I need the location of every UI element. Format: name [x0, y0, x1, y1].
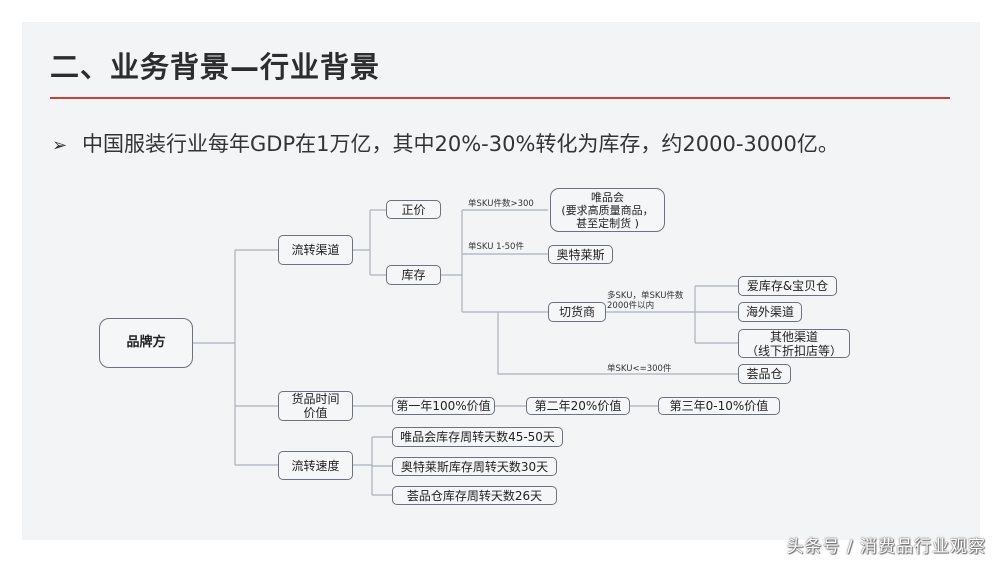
node-huipincang: 荟品仓: [738, 364, 791, 384]
node-year2-value: 第二年20%价值: [526, 397, 630, 415]
bullet-point: ➢ 中国服装行业每年GDP在1万亿，其中20%-30%转化为库存，约2000-30…: [52, 128, 839, 158]
node-brand: 品牌方: [99, 318, 193, 368]
edge-label-huipin: 单SKU<=300件: [607, 364, 672, 374]
edge-label-outlets: 单SKU 1-50件: [468, 242, 524, 252]
node-year1-value: 第一年100%价值: [392, 397, 495, 415]
node-vipshop: 唯品会 (要求高质量商品， 甚至定制货 ): [550, 188, 665, 232]
node-goods-time-value: 货品时间 价值: [278, 391, 353, 421]
node-inventory: 库存: [386, 265, 441, 285]
node-outlets-turnover: 奥特莱斯库存周转天数30天: [392, 457, 557, 476]
title-divider: [50, 97, 950, 99]
edge-label-vip: 单SKU件数>300: [468, 199, 534, 209]
node-circulation-channel: 流转渠道: [278, 235, 353, 265]
node-full-price: 正价: [386, 200, 441, 219]
bullet-text: 中国服装行业每年GDP在1万亿，其中20%-30%转化为库存，约2000-300…: [82, 132, 839, 156]
watermark: 头条号 / 消费品行业观察: [786, 537, 986, 557]
node-year3-value: 第三年0-10%价值: [658, 397, 780, 415]
slide-title: 二、业务背景—行业背景: [50, 50, 381, 84]
node-aikucun: 爱库存&宝贝仓: [738, 276, 837, 296]
arrow-bullet-icon: ➢: [52, 135, 68, 156]
node-outlets: 奥特莱斯: [548, 245, 613, 264]
node-huipin-turnover: 荟品仓库存周转天数26天: [392, 486, 557, 505]
node-overseas: 海外渠道: [738, 302, 802, 322]
node-circulation-speed: 流转速度: [278, 451, 353, 480]
node-cutter: 切货商: [548, 302, 606, 322]
node-other-channels: 其他渠道 （线下折扣店等）: [738, 329, 850, 358]
edge-label-cutter: 多SKU，单SKU件数 2000件以内: [607, 291, 684, 311]
node-vip-turnover: 唯品会库存周转天数45-50天: [392, 427, 563, 447]
